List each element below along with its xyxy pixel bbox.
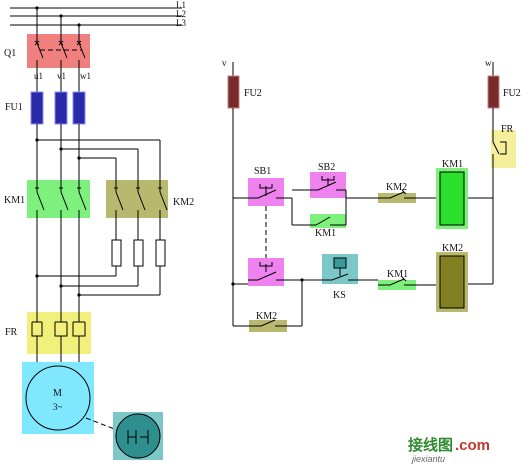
thermal-relay-fr: FR bbox=[5, 312, 91, 354]
line-label-l2: L2 bbox=[176, 9, 186, 19]
fuse-icon bbox=[487, 75, 500, 109]
km2-main-label: KM2 bbox=[173, 197, 194, 208]
fuse-fu1: FU1 bbox=[5, 91, 86, 125]
coil-icon bbox=[439, 255, 465, 309]
speed-relay-icon bbox=[115, 413, 161, 459]
fr-aux-label: FR bbox=[501, 124, 514, 135]
speed-relay-ks-sensor bbox=[113, 412, 163, 460]
watermark-domain: jiexiantu bbox=[411, 454, 445, 464]
km2-coil-label: KM2 bbox=[442, 243, 463, 254]
line-label-l3: L3 bbox=[176, 18, 186, 28]
resistor-icon bbox=[111, 239, 122, 267]
button-sb1: SB1 bbox=[248, 166, 284, 206]
button-sb1-nc bbox=[248, 258, 284, 286]
sb2-label: SB2 bbox=[318, 162, 335, 173]
watermark: 接线图 .com jiexiantu bbox=[408, 436, 490, 464]
fuse-fu2-right: FU2 bbox=[487, 75, 521, 109]
speed-relay-ks: KS bbox=[322, 254, 358, 301]
fuse-icon bbox=[72, 91, 86, 125]
km1-aux-contact: KM1 bbox=[292, 214, 346, 239]
contact-icon bbox=[114, 180, 168, 218]
circuit-breaker-icon bbox=[34, 34, 86, 68]
fu2-right-label: FU2 bbox=[503, 88, 521, 99]
coil-icon bbox=[439, 171, 465, 226]
km2-series-contact: KM2 bbox=[378, 182, 416, 203]
motor-m-label: M bbox=[53, 388, 62, 399]
km1-series-label: KM1 bbox=[387, 269, 408, 280]
motor-m: M 3~ bbox=[22, 362, 94, 434]
supply-label-v: v bbox=[222, 58, 227, 68]
fu2-left-label: FU2 bbox=[244, 88, 262, 99]
motor-icon bbox=[25, 365, 91, 431]
ks-label: KS bbox=[333, 290, 346, 301]
resistor-icon bbox=[133, 239, 144, 267]
watermark-dotcom: .com bbox=[455, 437, 490, 454]
fu1-label: FU1 bbox=[5, 102, 23, 113]
km2-series-label: KM2 bbox=[386, 182, 407, 193]
coil-km2: KM2 bbox=[436, 243, 468, 312]
power-lines: L1 L2 L3 bbox=[10, 0, 186, 34]
km1-main-label: KM1 bbox=[4, 195, 25, 206]
km1-coil-label: KM1 bbox=[442, 159, 463, 170]
sb1-label: SB1 bbox=[254, 166, 271, 177]
q1-label: Q1 bbox=[4, 48, 16, 59]
contactor-km1-main: KM1 bbox=[4, 180, 90, 218]
line-label-l1: L1 bbox=[176, 0, 186, 10]
button-sb2: SB2 bbox=[310, 162, 346, 198]
fr-aux-contact: FR bbox=[491, 124, 516, 168]
km1-aux-label: KM1 bbox=[315, 228, 336, 239]
terminal-w1: w1 bbox=[80, 71, 91, 81]
km1-series-contact: KM1 bbox=[378, 269, 416, 290]
fuse-icon bbox=[30, 91, 44, 125]
contactor-km2-main: KM2 bbox=[106, 180, 194, 218]
fuse-icon bbox=[227, 75, 240, 109]
km2-aux-contact: KM2 bbox=[249, 311, 287, 332]
resistor-icon bbox=[155, 239, 166, 267]
fr-main-label: FR bbox=[5, 327, 18, 338]
km2-aux-label: KM2 bbox=[256, 311, 277, 322]
supply-label-w: w bbox=[485, 58, 492, 68]
circuit-breaker-q1: Q1 u1 v1 w1 bbox=[4, 34, 91, 81]
fuse-fu2-left: FU2 bbox=[227, 75, 262, 109]
watermark-main: 接线图 bbox=[408, 436, 453, 454]
coil-km1: KM1 bbox=[436, 159, 468, 229]
terminal-u1: u1 bbox=[34, 71, 43, 81]
fuse-icon bbox=[54, 91, 68, 125]
contact-icon bbox=[35, 180, 87, 218]
motor-phase-label: 3~ bbox=[53, 402, 63, 412]
